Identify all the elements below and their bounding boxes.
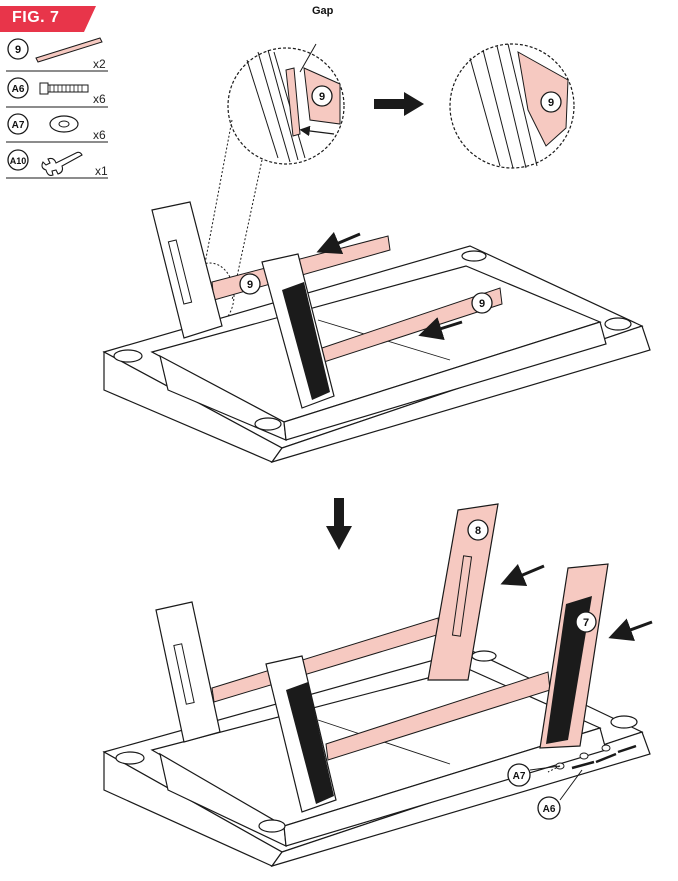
part-qty-9: x2: [93, 57, 106, 71]
svg-text:A10: A10: [10, 156, 27, 166]
leg-right-step1: [261, 253, 335, 409]
figure-banner: [0, 6, 96, 32]
callout-leg-back: 8: [467, 519, 489, 541]
part-qty-a10: x1: [95, 164, 108, 178]
leg-left-step1: [151, 201, 223, 339]
leg-front-7: [539, 563, 609, 749]
svg-text:A6: A6: [12, 84, 25, 95]
svg-text:9: 9: [15, 44, 21, 56]
svg-text:9: 9: [548, 97, 554, 109]
bolt-icon: [39, 82, 89, 95]
insert-arrows-step1: [316, 231, 463, 341]
svg-text:A7: A7: [513, 771, 526, 782]
svg-text:9: 9: [479, 298, 485, 310]
insert-arrows-step2: [500, 563, 653, 642]
svg-text:9: 9: [247, 279, 253, 291]
svg-text:9: 9: [319, 91, 325, 103]
part-badge-9: 9: [7, 38, 29, 60]
part-qty-a6: x6: [93, 92, 106, 106]
hardware-bolts: [547, 744, 637, 773]
gap-label: Gap: [312, 5, 334, 17]
callout-bolt: A6: [537, 769, 583, 820]
wrench-icon: [41, 151, 83, 176]
svg-text:A7: A7: [12, 120, 25, 131]
callout-zoom-before: 9: [311, 85, 333, 107]
callout-leg-front: 7: [575, 611, 597, 633]
callout-washer: A7: [507, 763, 561, 787]
part-badge-a10: A10: [7, 149, 29, 171]
leg-right-step2: [265, 655, 337, 813]
leg-left-step2: [155, 601, 221, 743]
callout-zoom-after: 9: [540, 91, 562, 113]
part-qty-a7: x6: [93, 128, 106, 142]
callout-rail-right: 9: [471, 292, 493, 314]
svg-text:7: 7: [583, 617, 589, 629]
zoom-detail-before: [227, 43, 345, 165]
transition-arrow: [374, 92, 424, 116]
part-badge-a6: A6: [7, 77, 29, 99]
part-badge-a7: A7: [7, 113, 29, 135]
step-arrow-down: [326, 498, 352, 550]
figure-title: FIG. 7: [12, 9, 60, 26]
rail-icon: [35, 37, 103, 63]
svg-text:A6: A6: [543, 804, 556, 815]
parts-list: [6, 70, 108, 179]
callout-rail-left: 9: [239, 273, 261, 295]
svg-text:8: 8: [475, 525, 481, 537]
leg-back-8: [427, 503, 499, 681]
washer-icon: [49, 115, 79, 133]
